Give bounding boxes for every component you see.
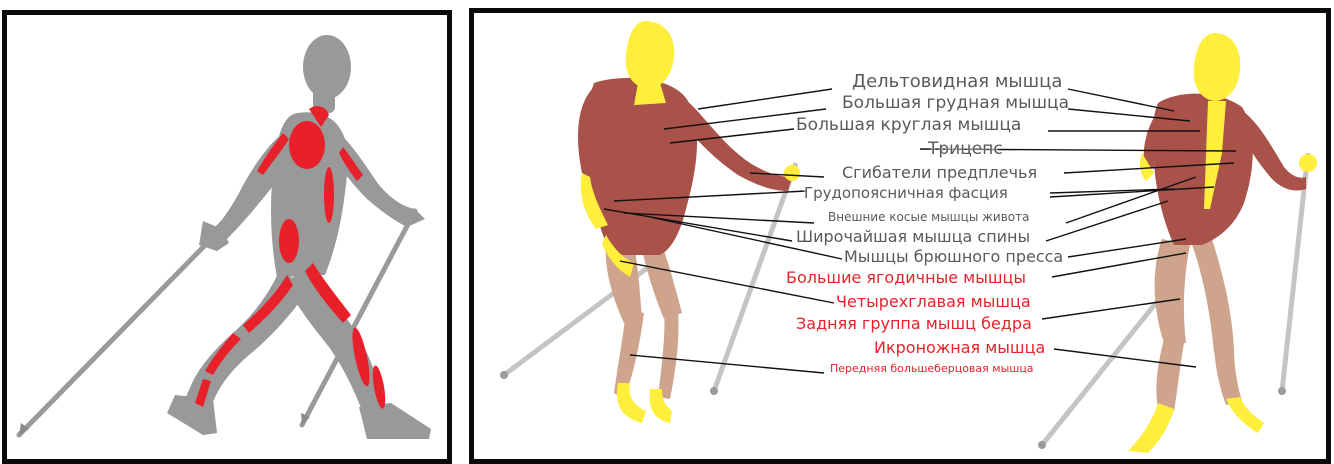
walker-silhouette [7,15,447,459]
walker-body [167,35,431,439]
front-figure-front-pole-tip [710,387,718,395]
label-latissimus-dorsi: Широчайшая мышца спины [796,229,1030,245]
label-gluteus-maximus: Большие ягодичные мышцы [786,270,1026,286]
front-view-figure [578,21,800,423]
anatomy-diagram-panel: Дельтовидная мышца Большая грудная мышца… [469,8,1331,464]
label-quadriceps: Четырехглавая мышца [836,294,1031,310]
back-figure-front-pole-tip [1278,387,1286,395]
label-thoracolumbar-fascia: Грудопоясничная фасция [804,186,1008,201]
label-forearm-flexors: Сгибатели предплечья [842,165,1037,181]
label-external-obliques: Внешние косые мышцы живота [828,211,1029,223]
front-figure-back-pole-tip [500,371,508,379]
label-tibialis-anterior: Передняя большеберцовая мышца [830,363,1034,374]
walker-silhouette-panel [2,10,452,464]
front-figure-front-pole [714,163,796,391]
label-triceps: Трицепс [928,141,1003,158]
label-abdominals: Мышцы брюшного пресса [844,249,1063,265]
back-figure-back-pole-tip [1038,441,1046,449]
label-calf: Икроножная мышца [874,340,1045,356]
label-deltoid: Дельтовидная мышца [852,73,1062,91]
label-pectoralis-major: Большая грудная мышца [842,95,1069,112]
label-hamstrings: Задняя группа мышц бедра [796,316,1032,332]
label-teres-major: Большая круглая мышца [796,117,1021,134]
